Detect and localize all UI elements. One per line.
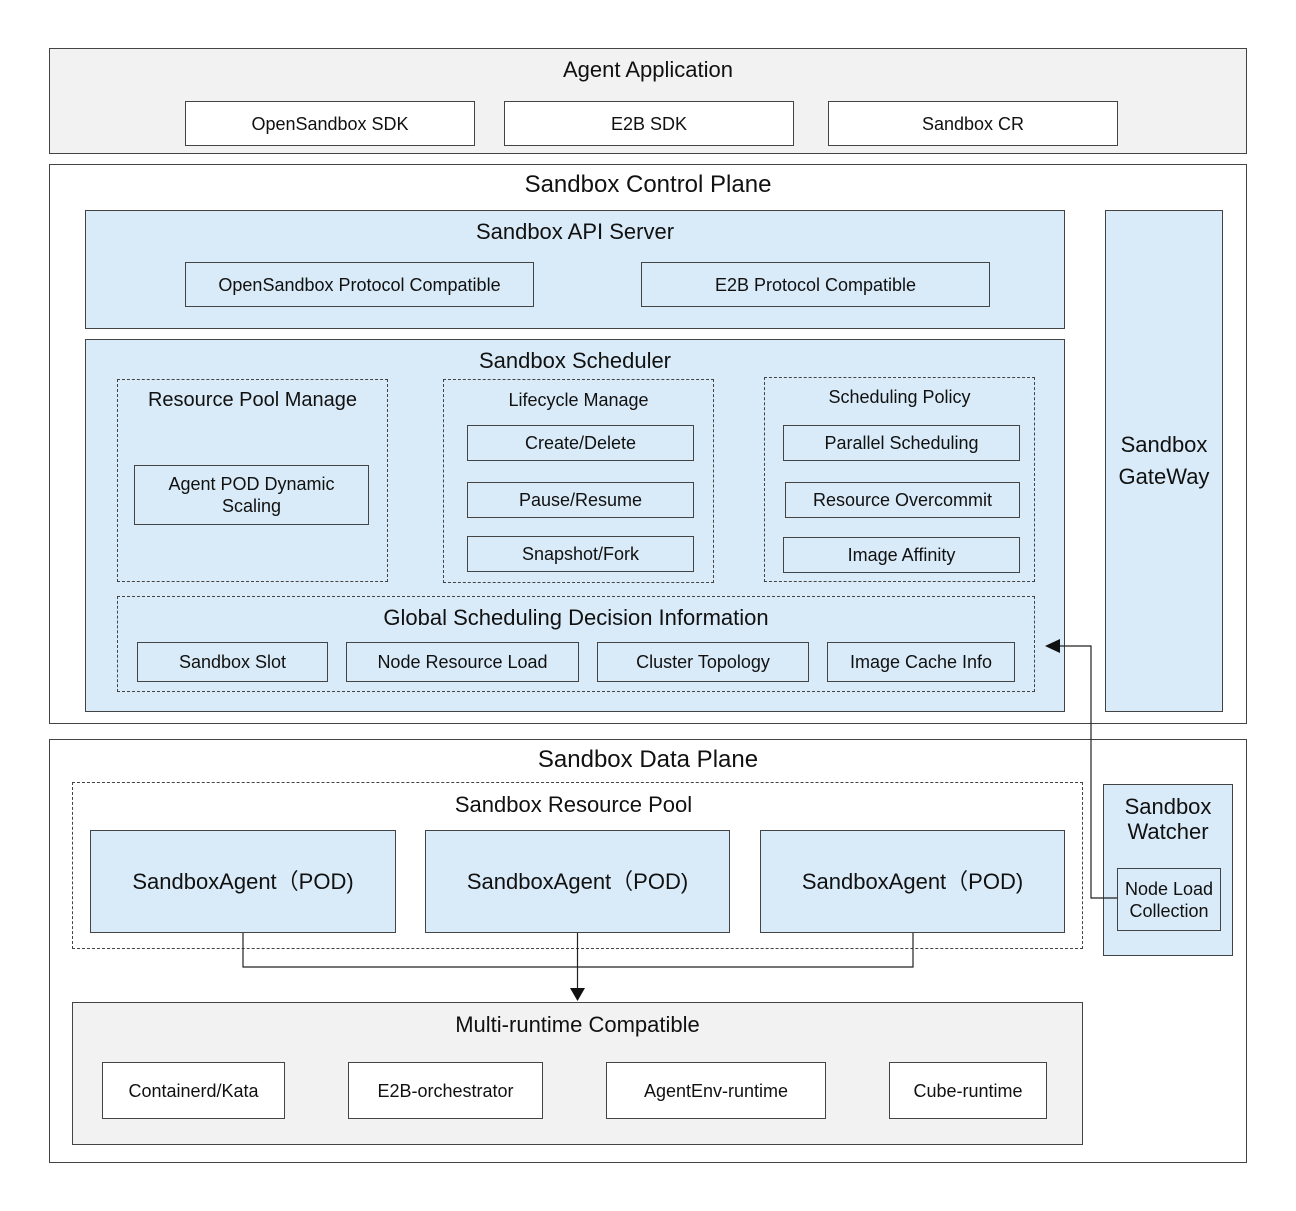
image-cache-info-box: Image Cache Info [827,642,1015,682]
api-server-title: Sandbox API Server [475,219,675,244]
cube-runtime-box: Cube-runtime [889,1062,1047,1119]
sandbox-watcher-label-line1: Sandbox [1124,794,1212,819]
containerd-kata-box: Containerd/Kata [102,1062,285,1119]
e2b-orchestrator-box: E2B-orchestrator [348,1062,543,1119]
sandbox-gateway-box: Sandbox GateWay [1105,210,1223,712]
parallel-scheduling-box: Parallel Scheduling [783,425,1020,461]
resource-overcommit-box: Resource Overcommit [785,482,1020,518]
sandbox-cr-box: Sandbox CR [828,101,1118,146]
agent-pod-dynamic-scaling-box: Agent POD Dynamic Scaling [134,465,369,525]
global-scheduling-info-title: Global Scheduling Decision Information [383,605,769,630]
scheduling-policy-group: Scheduling Policy [764,377,1035,582]
pause-resume-box: Pause/Resume [467,482,694,518]
sandbox-agent-pod-2: SandboxAgent（POD) [425,830,730,933]
snapshot-fork-box: Snapshot/Fork [467,536,694,572]
control-plane-title: Sandbox Control Plane [524,171,772,198]
agentenv-runtime-box: AgentEnv-runtime [606,1062,826,1119]
opensandbox-sdk-box: OpenSandbox SDK [185,101,475,146]
node-resource-load-box: Node Resource Load [346,642,579,682]
resource-pool-manage-title: Resource Pool Manage [147,389,357,411]
data-plane-title: Sandbox Data Plane [537,746,759,773]
sandbox-slot-box: Sandbox Slot [137,642,328,682]
node-load-collection-line1: Node Load [1124,878,1214,899]
cluster-topology-box: Cluster Topology [597,642,809,682]
scheduling-policy-title: Scheduling Policy [828,387,971,407]
lifecycle-manage-group: Lifecycle Manage [443,379,714,583]
sandbox-watcher-label-line2: Watcher [1127,819,1209,844]
sandbox-agent-pod-1: SandboxAgent（POD) [90,830,396,933]
lifecycle-manage-title: Lifecycle Manage [508,390,649,410]
sandbox-gateway-label-line1: Sandbox [1120,432,1208,457]
multi-runtime-title: Multi-runtime Compatible [455,1012,700,1037]
e2b-sdk-box: E2B SDK [504,101,794,146]
sandbox-gateway-label-line2: GateWay [1118,464,1210,489]
agent-application-title: Agent Application [562,57,734,82]
opensandbox-protocol-box: OpenSandbox Protocol Compatible [185,262,534,307]
node-load-collection-line2: Collection [1129,900,1209,921]
image-affinity-box: Image Affinity [783,537,1020,573]
scheduler-title: Sandbox Scheduler [478,348,672,373]
sandbox-agent-pod-3: SandboxAgent（POD) [760,830,1065,933]
node-load-collection-box: Node Load Collection [1117,868,1221,931]
resource-pool-manage-group: Resource Pool Manage [117,379,388,582]
sandbox-resource-pool-title: Sandbox Resource Pool [454,792,693,817]
global-scheduling-info-group: Global Scheduling Decision Information [117,596,1035,692]
e2b-protocol-box: E2B Protocol Compatible [641,262,990,307]
agent-pod-dynamic-scaling-label: Agent POD Dynamic Scaling [168,474,335,516]
create-delete-box: Create/Delete [467,425,694,461]
